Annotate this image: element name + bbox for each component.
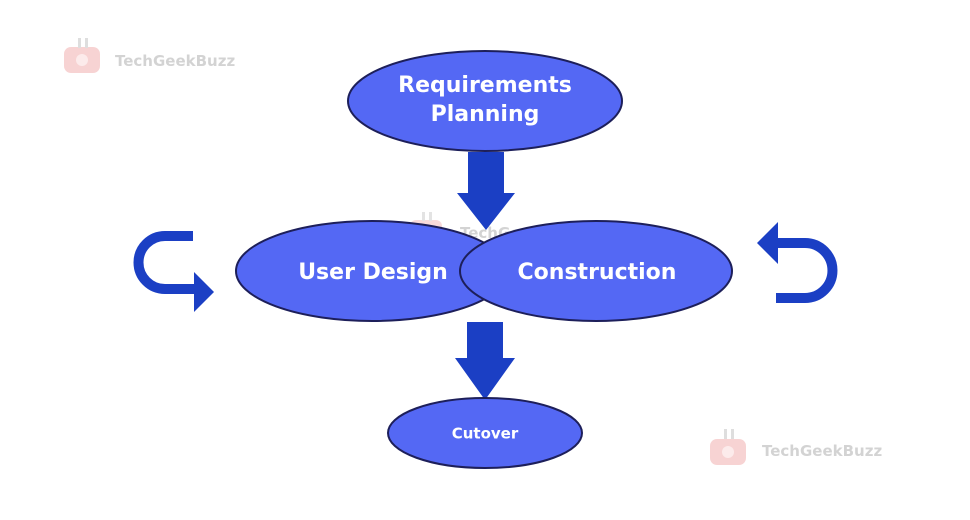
watermark-logo-icon <box>64 38 100 73</box>
node-requirements-planning: Requirements Planning <box>347 50 623 152</box>
node-label: User Design <box>298 260 448 285</box>
down-arrow-icon <box>457 152 515 230</box>
watermark-top-left: TechGeekBuzz <box>64 38 235 73</box>
node-label-line2: Planning <box>431 102 540 127</box>
node-cutover: Cutover <box>387 397 583 469</box>
watermark-logo-icon <box>710 429 746 465</box>
node-label-line1: Requirements <box>398 73 572 98</box>
cycle-arrow-right-icon <box>757 222 838 303</box>
node-label: Construction <box>518 260 677 285</box>
node-construction: Construction <box>459 220 733 322</box>
watermark-text: TechGeekBuzz <box>115 52 235 70</box>
node-label: Cutover <box>452 425 519 443</box>
down-arrow-icon <box>455 322 515 400</box>
watermark-bottom-right: TechGeekBuzz <box>710 429 882 465</box>
cycle-arrow-left-icon <box>133 231 214 312</box>
watermark-text: TechGeekBuzz <box>762 442 882 460</box>
